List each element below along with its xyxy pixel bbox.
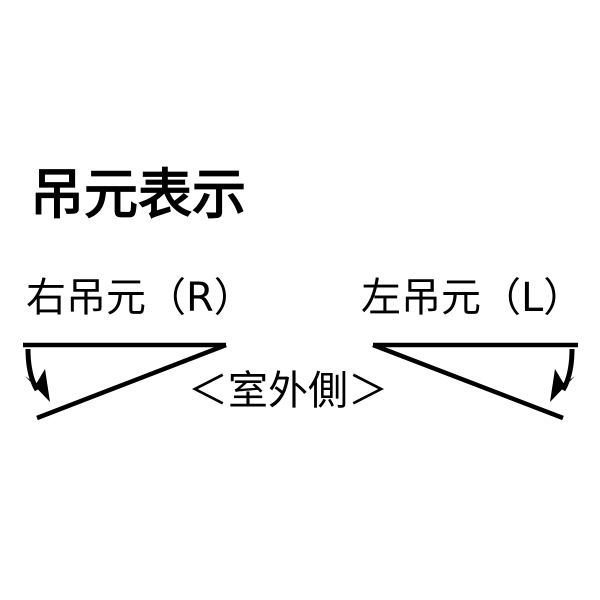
swing-arrow-icon xyxy=(550,348,575,402)
swing-arrow-icon xyxy=(25,348,50,402)
right-hinge-label: 右吊元（R） xyxy=(26,275,254,321)
right-hinge-diagram xyxy=(23,342,227,421)
page-title: 吊元表示 xyxy=(30,163,246,226)
outdoor-side-caption: ＜室外側＞ xyxy=(188,368,388,414)
door-leaf-icon xyxy=(372,342,564,421)
door-leaf-icon xyxy=(36,342,227,421)
left-hinge-label: 左吊元（L） xyxy=(361,275,584,321)
left-hinge-diagram xyxy=(372,342,578,421)
